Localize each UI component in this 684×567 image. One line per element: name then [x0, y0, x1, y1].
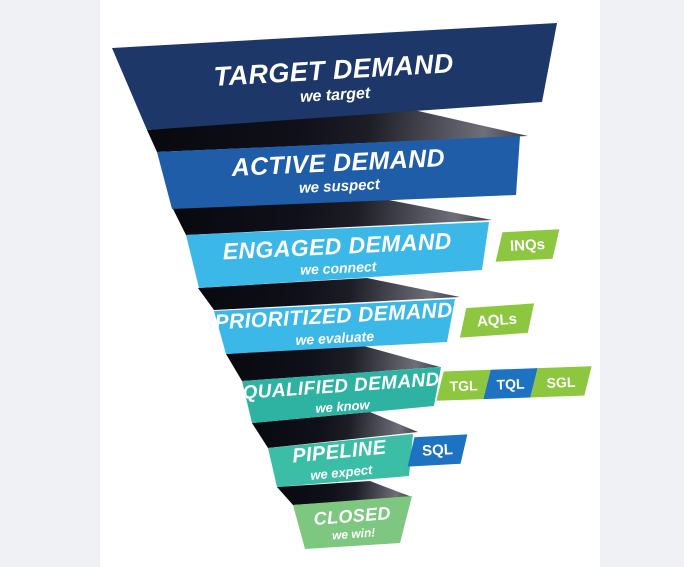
tag-tgl: TGL — [436, 369, 491, 401]
funnel-level-closed: CLOSED we win! — [293, 496, 412, 549]
tag-strip-qualified: TGL TQL SGL — [436, 366, 592, 401]
tag-sql: SQL — [407, 434, 468, 467]
tag-label: AQLs — [476, 310, 518, 331]
tag-inqs: INQs — [495, 229, 560, 262]
level-text: ENGAGED DEMAND we connect — [221, 227, 453, 282]
level-text: CLOSED we win! — [312, 500, 392, 544]
level-subtitle: we evaluate — [295, 327, 375, 348]
tag-label: SQL — [421, 441, 454, 460]
tag-tql: TQL — [483, 368, 538, 400]
tag-label: TGL — [449, 376, 478, 394]
tag-label: INQs — [509, 236, 546, 255]
tag-aqls: AQLs — [459, 303, 535, 338]
tag-label: SGL — [546, 373, 576, 391]
level-subtitle: we target — [300, 84, 372, 106]
level-title: CLOSED — [312, 503, 392, 530]
level-text: TARGET DEMAND we target — [213, 43, 456, 111]
tag-sgl: SGL — [530, 366, 592, 398]
level-title: ACTIVE DEMAND — [230, 143, 446, 182]
level-subtitle: we connect — [299, 258, 377, 278]
level-subtitle: we know — [314, 396, 370, 416]
level-title: ENGAGED DEMAND — [221, 227, 453, 265]
level-title: TARGET DEMAND — [213, 47, 455, 92]
level-text: ACTIVE DEMAND we suspect — [230, 143, 446, 200]
level-subtitle: we win! — [331, 526, 376, 544]
level-subtitle: we suspect — [298, 175, 380, 197]
tag-label: TQL — [496, 375, 525, 393]
